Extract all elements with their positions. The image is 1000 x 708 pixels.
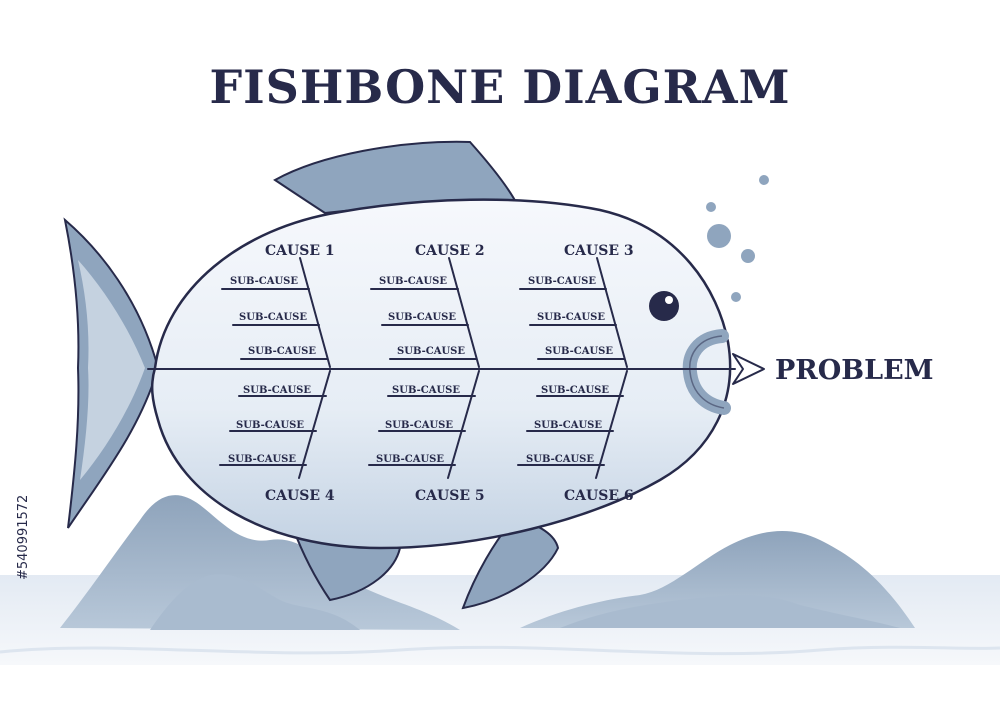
bubble-icon <box>706 202 716 212</box>
fish-body <box>150 198 732 550</box>
cause-group-5: CAUSE 5 SUB-CAUSE SUB-CAUSE SUB-CAUSE <box>368 370 485 504</box>
cause-3-label: CAUSE 3 <box>564 243 634 259</box>
cause-4-label: CAUSE 4 <box>265 488 335 504</box>
sub-cause-label: SUB-CAUSE <box>526 454 594 465</box>
sub-cause-label: SUB-CAUSE <box>376 454 444 465</box>
cause-group-2: CAUSE 2 SUB-CAUSE SUB-CAUSE SUB-CAUSE <box>370 243 485 368</box>
bubble-icon <box>707 224 731 248</box>
sub-cause-label: SUB-CAUSE <box>545 346 613 357</box>
bubble-icon <box>759 175 769 185</box>
sub-cause-label: SUB-CAUSE <box>239 312 307 323</box>
page-title: FISHBONE DIAGRAM <box>209 60 790 114</box>
sub-cause-label: SUB-CAUSE <box>243 385 311 396</box>
problem-label: PROBLEM <box>775 355 934 386</box>
sub-cause-label: SUB-CAUSE <box>236 420 304 431</box>
sub-cause-label: SUB-CAUSE <box>379 276 447 287</box>
stock-id: #540991572 <box>16 495 31 580</box>
sub-cause-label: SUB-CAUSE <box>534 420 602 431</box>
rock-right-front <box>560 595 900 628</box>
cause-1-label: CAUSE 1 <box>265 243 335 259</box>
cause-group-3: CAUSE 3 SUB-CAUSE SUB-CAUSE SUB-CAUSE <box>519 243 634 368</box>
sub-cause-label: SUB-CAUSE <box>385 420 453 431</box>
sub-cause-label: SUB-CAUSE <box>248 346 316 357</box>
bubble-icon <box>731 292 741 302</box>
rock-left-front <box>150 574 360 630</box>
spine-arrow <box>147 353 765 385</box>
sub-cause-label: SUB-CAUSE <box>528 276 596 287</box>
sub-cause-label: SUB-CAUSE <box>388 312 456 323</box>
sub-cause-label: SUB-CAUSE <box>537 312 605 323</box>
fish-eye <box>649 291 679 321</box>
bubble-icon <box>741 249 755 263</box>
bubbles <box>706 175 769 302</box>
cause-5-label: CAUSE 5 <box>415 488 485 504</box>
sub-cause-label: SUB-CAUSE <box>228 454 296 465</box>
sub-cause-label: SUB-CAUSE <box>392 385 460 396</box>
rock-left <box>60 495 460 630</box>
cause-group-4: CAUSE 4 SUB-CAUSE SUB-CAUSE SUB-CAUSE <box>219 370 335 504</box>
cause-group-6: CAUSE 6 SUB-CAUSE SUB-CAUSE SUB-CAUSE <box>517 370 634 504</box>
cause-6-label: CAUSE 6 <box>564 488 634 504</box>
sub-cause-label: SUB-CAUSE <box>397 346 465 357</box>
sub-cause-label: SUB-CAUSE <box>230 276 298 287</box>
sub-cause-label: SUB-CAUSE <box>541 385 609 396</box>
cause-2-label: CAUSE 2 <box>415 243 485 259</box>
cause-group-1: CAUSE 1 SUB-CAUSE SUB-CAUSE SUB-CAUSE <box>221 243 335 368</box>
anal-fin <box>461 516 560 610</box>
rock-right <box>520 530 915 628</box>
tail-fin <box>63 217 160 529</box>
